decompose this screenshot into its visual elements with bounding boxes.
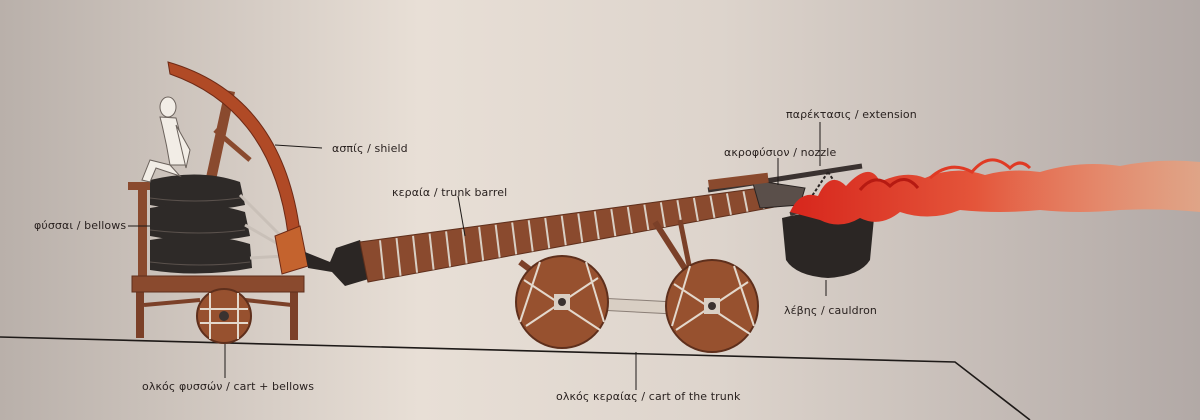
barrel-ring — [692, 197, 699, 222]
leader-lines — [128, 122, 827, 390]
label-trunk-barrel: κεραία / trunk barrel — [392, 186, 508, 199]
barrel-ring — [494, 224, 501, 258]
barrel-ring — [445, 231, 452, 267]
label-nozzle: ακροφύσιον / nozzle — [724, 146, 837, 159]
barrel-ring — [643, 204, 650, 231]
barrel-ring — [626, 206, 633, 234]
extension-and-nozzle — [707, 163, 863, 209]
barrel-ring — [461, 229, 468, 264]
barrel-ring — [527, 220, 534, 252]
barrel-ring — [577, 213, 584, 243]
seated-figure — [141, 96, 191, 183]
barrel-ring — [395, 237, 402, 276]
barrel-ring — [593, 211, 600, 240]
ground-line — [0, 336, 1031, 420]
label-shield: ασπίς / shield — [332, 142, 408, 155]
barrel-ring — [412, 235, 419, 273]
flame-jet — [790, 158, 1200, 225]
label-extension: παρέκτασις / extension — [786, 108, 917, 121]
trunk-cart-wheel-rear — [665, 259, 759, 353]
label-cauldron: λέβης / cauldron — [784, 304, 877, 317]
barrel-ring — [610, 208, 617, 237]
barrel-ring — [511, 222, 518, 255]
barrel-ring — [659, 202, 666, 228]
barrel-ring — [544, 217, 551, 249]
barrel-ring — [742, 191, 749, 212]
barrel-ring — [379, 240, 385, 279]
bellows-stack — [149, 174, 287, 274]
label-bellows: φύσσαι / bellows — [34, 219, 127, 232]
barrel-ring — [478, 226, 485, 261]
barrel-ring — [428, 233, 435, 270]
label-cart-trunk: ολκός κεραίας / cart of the trunk — [556, 390, 741, 403]
barrel-ring — [709, 195, 716, 219]
bellows-cart — [128, 182, 305, 344]
label-cart-bellows: ολκός φυσσών / cart + bellows — [142, 380, 315, 393]
barrel-ring — [560, 215, 567, 246]
barrel-ring — [725, 193, 732, 215]
coupling — [305, 240, 372, 286]
bellows-cart-wheel — [196, 288, 252, 344]
trunk-cart-wheel-front — [515, 255, 609, 349]
